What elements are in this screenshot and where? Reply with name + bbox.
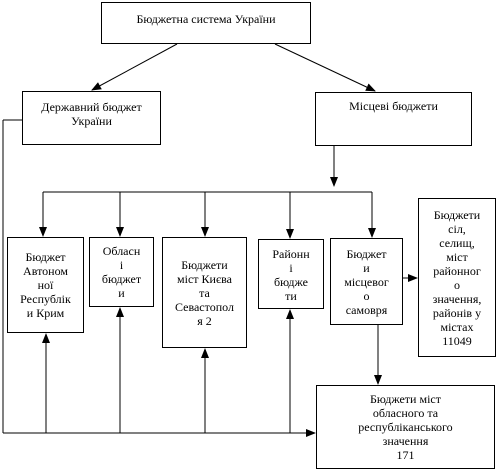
- budget-system-box: Бюджетна система України: [101, 2, 311, 44]
- rayon-budgets-label: Районн і бюдже ти: [272, 247, 310, 303]
- state-budget-label: Державний бюджет України: [41, 100, 142, 128]
- self-government-label: Бюджет и місцевог о самовря: [344, 246, 389, 317]
- kyiv-sevastopol-box: Бюджети міст Києва та Севастопол я 2: [162, 237, 247, 348]
- oblast-budgets-label: Обласн і бюджет и: [101, 244, 142, 300]
- oblast-budgets-box: Обласн і бюджет и: [89, 237, 154, 307]
- state-budget-box: Державний бюджет України: [22, 91, 161, 145]
- city-budgets-box: Бюджети міст обласного та республіканськ…: [316, 385, 495, 469]
- autonomous-republic-label: Бюджет Автоном ної Республік и Крим: [20, 250, 71, 320]
- village-budgets-box: Бюджети сіл, селищ, міст районног о знач…: [418, 198, 496, 357]
- self-government-box: Бюджет и місцевог о самовря: [330, 238, 403, 325]
- kyiv-sevastopol-label: Бюджети міст Києва та Севастопол я 2: [175, 257, 234, 328]
- city-budgets-label: Бюджети міст обласного та республіканськ…: [358, 392, 453, 462]
- rayon-budgets-box: Районн і бюдже ти: [258, 239, 324, 309]
- village-budgets-label: Бюджети сіл, селищ, міст районног о знач…: [432, 207, 482, 348]
- budget-system-label: Бюджетна система України: [136, 12, 276, 26]
- autonomous-republic-box: Бюджет Автоном ної Республік и Крим: [7, 237, 84, 333]
- local-budgets-box: Місцеві бюджети: [315, 92, 472, 146]
- local-budgets-label: Місцеві бюджети: [349, 99, 438, 113]
